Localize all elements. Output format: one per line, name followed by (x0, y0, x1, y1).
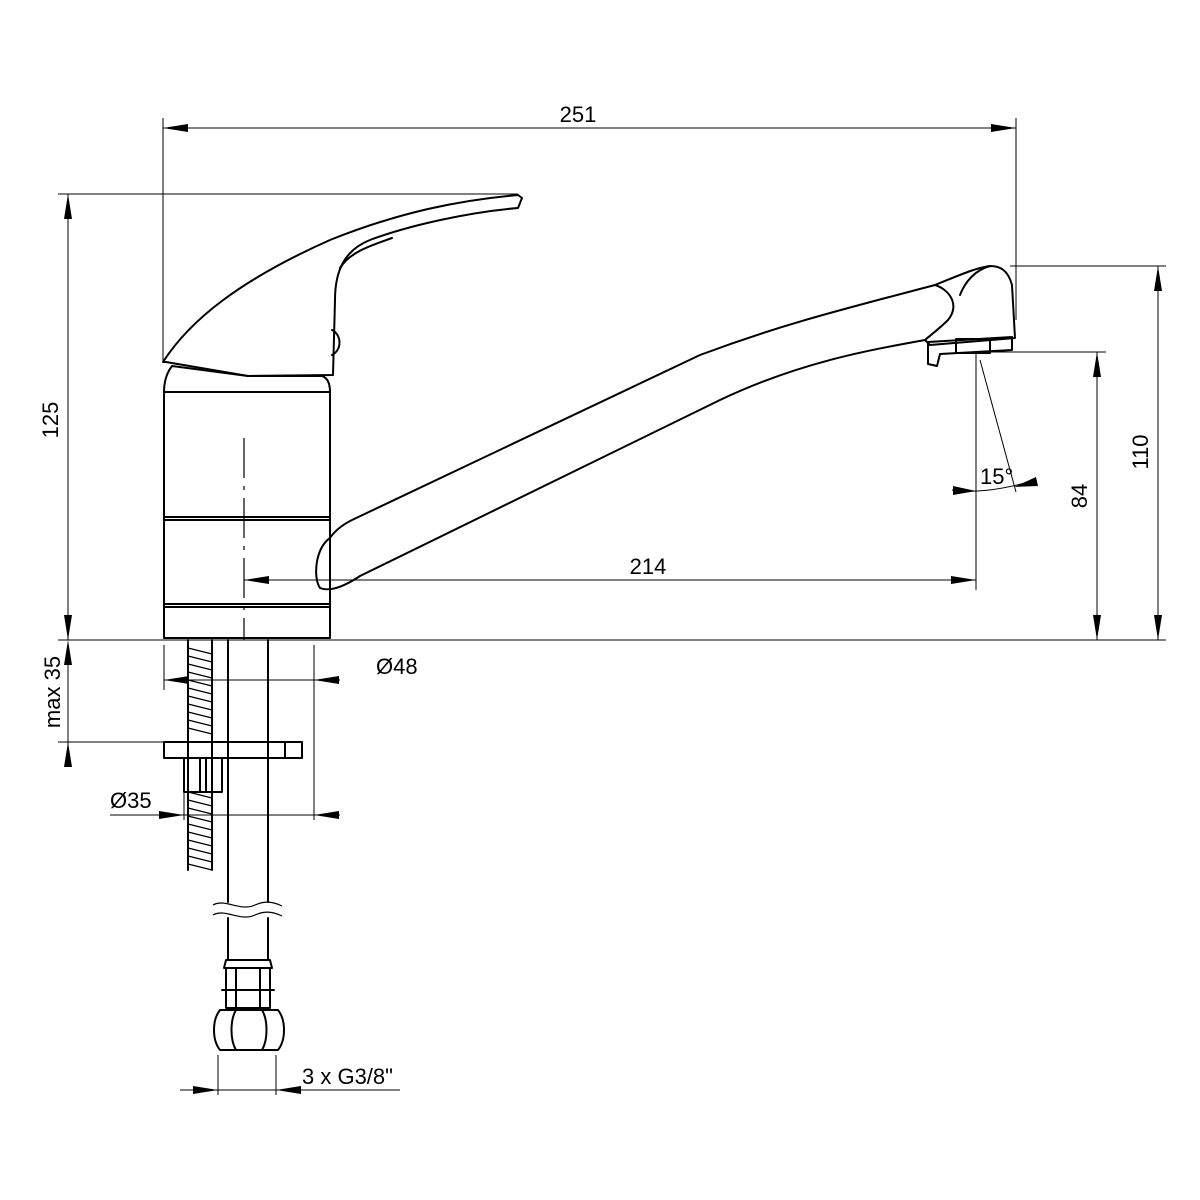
threaded-rod (187, 647, 213, 871)
dimension-lines (64, 124, 1162, 1094)
dim-overall-width: 251 (560, 102, 597, 127)
mounting-plate (163, 741, 303, 759)
dim-mount-hole-diameter: Ø35 (110, 788, 152, 813)
cartridge-cap (163, 365, 331, 393)
aerator (927, 336, 1013, 367)
faucet-body (162, 194, 523, 640)
extension-lines (58, 118, 1166, 1095)
dimension-labels: 251 125 110 84 214 15° Ø48 max 35 Ø35 3 … (38, 102, 1153, 1089)
dim-body-diameter: Ø48 (376, 654, 418, 679)
mounting-nut (183, 757, 223, 793)
dim-spout-reach: 214 (630, 554, 667, 579)
dim-total-height: 125 (38, 402, 63, 439)
dim-counter-thickness: max 35 (40, 656, 65, 728)
dim-hose-connections: 3 x G3/8" (302, 1064, 393, 1089)
dim-spout-height: 110 (1128, 434, 1153, 469)
body-cylinder (163, 391, 331, 639)
mounting-hardware (163, 639, 303, 1051)
hose-nut (213, 1009, 285, 1051)
lever-handle (162, 194, 523, 377)
hose-fitting (221, 959, 275, 1009)
dim-outlet-angle: 15° (980, 464, 1013, 489)
dim-outlet-height: 84 (1067, 484, 1092, 508)
spout (315, 265, 1016, 591)
